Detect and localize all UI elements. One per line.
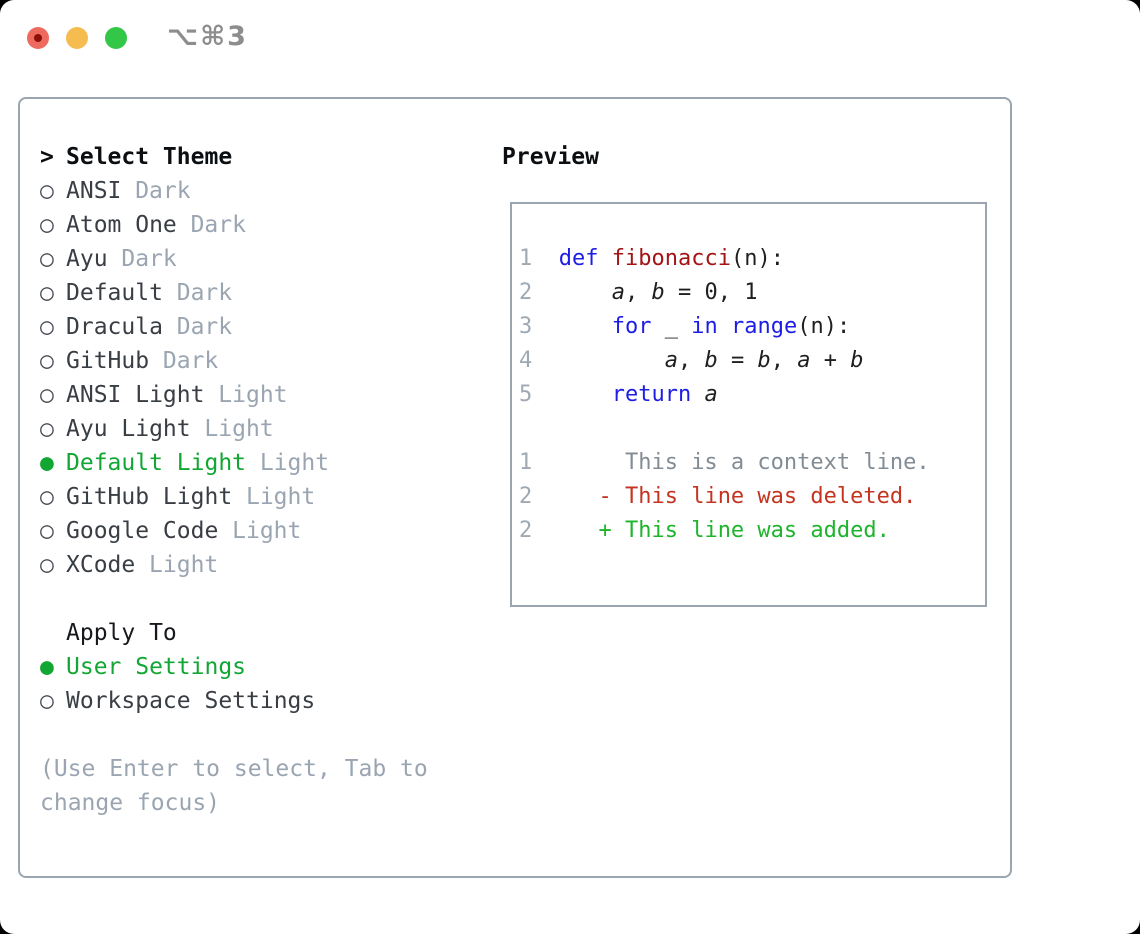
theme-variant-label: Light — [218, 382, 288, 408]
option-label: ANSI Light — [66, 382, 205, 408]
option-label: Dracula — [66, 314, 163, 340]
theme-variant-label: Dark — [190, 212, 246, 238]
radio-unselected-icon: ○ — [40, 348, 54, 374]
theme-option[interactable]: ○ GitHub Dark — [40, 344, 490, 378]
option-label: Ayu Light — [66, 416, 191, 442]
theme-variant-label: Dark — [121, 246, 177, 272]
code-line: 1 def fibonacci(n): — [519, 246, 784, 271]
apply-to-title: Apply To — [66, 620, 177, 646]
apply-to-option[interactable]: ● User Settings — [40, 650, 490, 684]
keyboard-hint: (Use Enter to select, Tab to change focu… — [40, 756, 428, 816]
radio-unselected-icon: ○ — [40, 178, 54, 204]
radio-unselected-icon: ○ — [40, 212, 54, 238]
option-label: Google Code — [66, 518, 219, 544]
theme-option[interactable]: ○ GitHub Light Light — [40, 480, 490, 514]
radio-unselected-icon: ○ — [40, 246, 54, 272]
theme-option[interactable]: ● Default Light Light — [40, 446, 490, 480]
minimize-button[interactable] — [66, 27, 88, 49]
theme-picker-title: Select Theme — [66, 144, 233, 170]
apply-to-option[interactable]: ○ Workspace Settings — [40, 684, 490, 718]
code-line: 2 + This line was added. — [519, 518, 890, 543]
theme-picker-header: > Select Theme — [40, 140, 490, 174]
titlebar: ⌥⌘3 — [0, 0, 1140, 76]
option-label: GitHub Light — [66, 484, 233, 510]
code-line: 1 This is a context line. — [519, 450, 930, 475]
option-label: Workspace Settings — [66, 688, 316, 714]
theme-option[interactable]: ○ Atom One Dark — [40, 208, 490, 242]
theme-option[interactable]: ○ Google Code Light — [40, 514, 490, 548]
code-line: 5 return a — [519, 382, 718, 407]
option-label: Ayu — [66, 246, 108, 272]
radio-unselected-icon: ○ — [40, 280, 54, 306]
option-label: ANSI — [66, 178, 122, 204]
preview-code: 1 def fibonacci(n): 2 a, b = 0, 1 3 for _ … — [510, 202, 987, 607]
theme-option[interactable]: ○ Dracula Dark — [40, 310, 490, 344]
code-line: 4 a, b = b, a + b — [519, 348, 864, 373]
theme-variant-label: Dark — [135, 178, 191, 204]
theme-variant-label: Light — [149, 552, 219, 578]
spacer — [40, 582, 490, 616]
option-label: Default — [66, 280, 163, 306]
option-label: GitHub — [66, 348, 150, 374]
spacer — [40, 718, 490, 752]
prompt-icon: > — [40, 144, 54, 170]
radio-unselected-icon: ○ — [40, 552, 54, 578]
theme-option[interactable]: ○ ANSI Dark — [40, 174, 490, 208]
theme-option[interactable]: ○ ANSI Light Light — [40, 378, 490, 412]
theme-variant-label: Dark — [176, 280, 233, 306]
option-label: Default Light — [66, 450, 247, 476]
apply-to-header: Apply To — [40, 616, 490, 650]
theme-variant-label: Light — [259, 450, 330, 476]
radio-unselected-icon: ○ — [40, 688, 54, 714]
apply-to-options: ● User Settings ○ Workspace Settings — [40, 650, 490, 718]
code-line: 3 for _ in range(n): — [519, 314, 851, 339]
radio-unselected-icon: ○ — [40, 518, 54, 544]
zoom-button[interactable] — [105, 27, 127, 49]
radio-selected-icon: ● — [40, 450, 54, 476]
theme-variant-label: Light — [232, 518, 302, 544]
theme-option[interactable]: ○ Ayu Light Light — [40, 412, 490, 446]
option-label: XCode — [66, 552, 136, 578]
radio-unselected-icon: ○ — [40, 314, 54, 340]
radio-unselected-icon: ○ — [40, 484, 54, 510]
theme-variant-label: Dark — [176, 314, 233, 340]
code-line: 2 a, b = 0, 1 — [519, 280, 758, 305]
theme-option[interactable]: ○ Ayu Dark — [40, 242, 490, 276]
window-title: ⌥⌘3 — [167, 21, 248, 52]
code-line: 2 - This line was deleted. — [519, 484, 917, 509]
radio-unselected-icon: ○ — [40, 416, 54, 442]
theme-variant-label: Light — [204, 416, 274, 442]
theme-option[interactable]: ○ XCode Light — [40, 548, 490, 582]
code-line — [519, 412, 979, 446]
option-label: Atom One — [66, 212, 177, 238]
preview-title: Preview — [502, 144, 599, 170]
theme-variant-label: Light — [245, 484, 316, 510]
theme-option[interactable]: ○ Default Dark — [40, 276, 490, 310]
option-label: User Settings — [66, 654, 247, 680]
radio-unselected-icon: ○ — [40, 382, 54, 408]
theme-variant-label: Dark — [162, 348, 219, 374]
close-button[interactable] — [27, 27, 49, 49]
radio-selected-icon: ● — [40, 654, 54, 680]
